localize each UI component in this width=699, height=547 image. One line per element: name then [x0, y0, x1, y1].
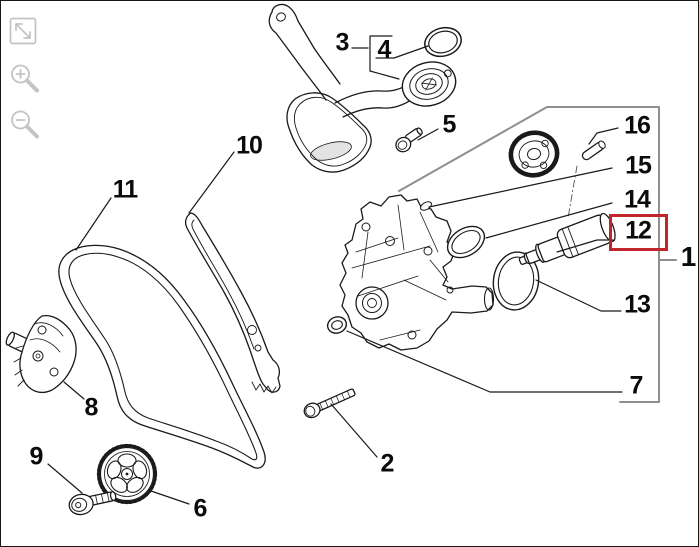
pickup-bolt: [395, 127, 423, 153]
callout-12[interactable]: 12: [625, 216, 652, 245]
fit-to-screen-icon[interactable]: [9, 17, 37, 45]
callout-9[interactable]: 9: [29, 442, 44, 471]
callout-7[interactable]: 7: [629, 371, 644, 400]
callout-2[interactable]: 2: [380, 449, 395, 478]
chain-tensioner: [5, 314, 77, 394]
callout-13[interactable]: 13: [624, 290, 651, 319]
pump-o-ring: [326, 316, 348, 334]
chain-guide: [184, 212, 281, 394]
pump-bolt: [303, 388, 356, 419]
pressure-relief-valve: [518, 212, 616, 265]
zoom-in-icon[interactable]: [11, 64, 39, 93]
callout-10[interactable]: 10: [236, 131, 263, 160]
zoom-out-icon[interactable]: [11, 110, 39, 139]
callout-16[interactable]: 16: [624, 111, 651, 140]
callout-15[interactable]: 15: [625, 151, 652, 180]
callout-11[interactable]: 11: [112, 175, 138, 204]
timing-chain: [58, 244, 266, 469]
callout-14[interactable]: 14: [624, 185, 651, 214]
callout-3[interactable]: 3: [335, 28, 350, 57]
callout-6[interactable]: 6: [193, 494, 208, 523]
oil-pickup-tube: [268, 3, 457, 173]
sprocket-bolt: [68, 491, 117, 516]
oil-pump-body: [339, 194, 495, 351]
dowel-pin: [581, 140, 606, 161]
leader-lines: [47, 35, 623, 505]
pump-gasket-oval: [446, 225, 486, 259]
pin-centerline: [567, 165, 578, 219]
assembly-bracket: [398, 106, 677, 403]
pump-drive-gear: [508, 130, 560, 178]
crankshaft-sprocket: [96, 443, 158, 505]
pickup-flange: [401, 61, 457, 107]
callout-4[interactable]: 4: [377, 35, 392, 64]
callout-5[interactable]: 5: [442, 110, 457, 139]
callout-8[interactable]: 8: [84, 393, 99, 422]
pickup-o-ring: [424, 26, 462, 58]
callout-1[interactable]: 1: [680, 241, 697, 272]
roll-pin: [420, 201, 432, 211]
pump-cover-gasket: [492, 251, 540, 311]
